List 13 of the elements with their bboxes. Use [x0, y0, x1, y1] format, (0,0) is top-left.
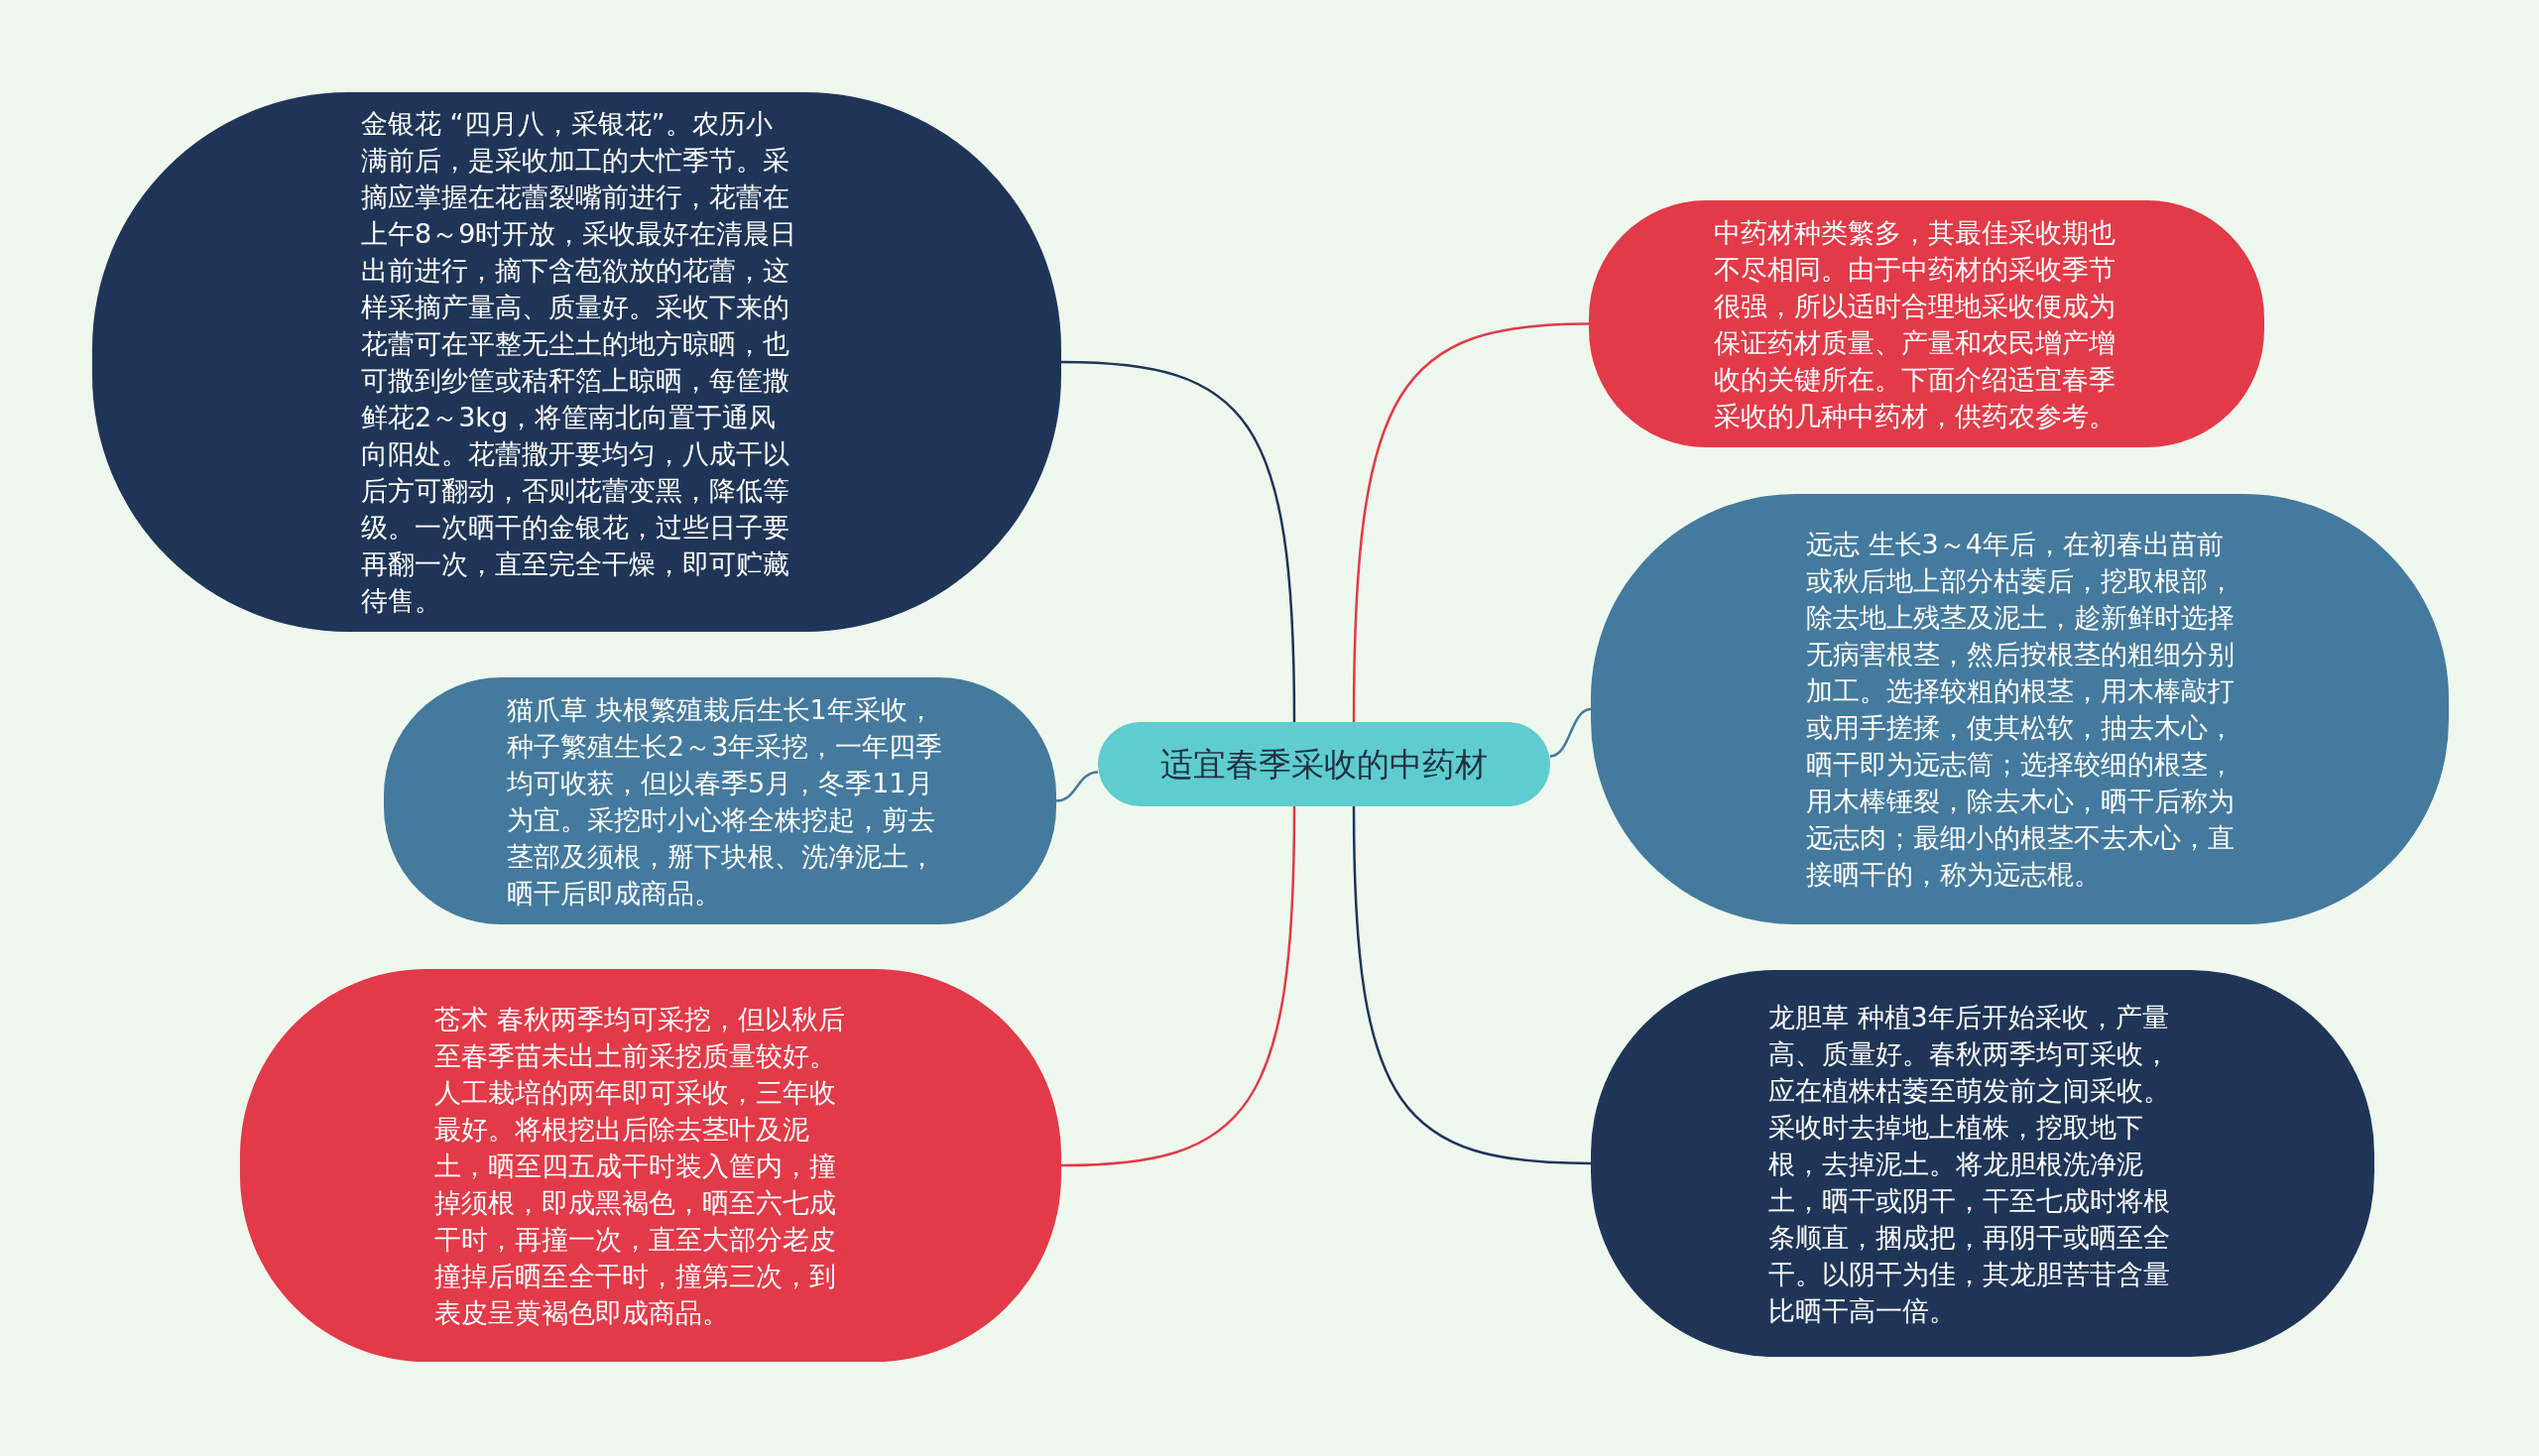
topic-text: 苍术 春秋两季均可采挖，但以秋后至春季苗未出土前采挖质量较好。人工栽培的两年即可采收，三年收最好。将根挖出后除去茎叶及泥土，晒至四五成干时装入筐内，撞掉须根，即成黑褐色，晒至六七成干时，再撞一次，直至大部分老皮撞掉后晒至全干时，撞第三次，到表皮呈黄褐色即成商品。 — [434, 1002, 846, 1330]
connector-line — [1352, 806, 1592, 1165]
connector-line — [1549, 707, 1592, 758]
central-topic-text: 适宜春季采收的中药材 — [1159, 744, 1489, 785]
connector-line — [1352, 322, 1590, 722]
topic-text: 远志 生长3～4年后，在初春出苗前或秋后地上部分枯萎后，挖取根部，除去地上残茎及泥土，趁新鲜时选择无病害根茎，然后按根茎的粗细分别加工。选择较粗的根茎，用木棒敲打或用手搓揉，使其松软，抽去木心，晒干即为远志筒；选择较细的根茎，用木棒锤裂，除去木心，晒干后称为远志肉；最细小的根茎不去木心，直接晒干的，称为远志棍。 — [1806, 528, 2236, 892]
connector-line — [1055, 771, 1099, 802]
topic-text: 猫爪草 块根繁殖栽后生长1年采收，种子繁殖生长2～3年采挖，一年四季均可收获，但以春季5月，冬季11月为宜。采挖时小心将全株挖起，剪去茎部及须根，掰下块根、洗净泥土，晒干后即成商品。 — [507, 692, 943, 910]
topic-text: 龙胆草 种植3年后开始采收，产量高、质量好。春秋两季均可采收，应在植株枯萎至萌发前之间采收。采收时去掉地上植株，挖取地下根，去掉泥土。将龙胆根洗净泥土，晒干或阴干，干至七成时将根条顺直，捆成把，再阴干或晒至全干。以阴干为佳，其龙胆苦苷含量比晒干高一倍。 — [1768, 1000, 2171, 1328]
connector-line — [1060, 806, 1296, 1167]
connector-line — [1060, 360, 1296, 722]
topic-text: 金银花 “四月八，采银花”。农历小满前后，是采收加工的大忙季节。采摘应掌握在花蕾裂嘴前进行，花蕾在上午8～9时开放，采收最好在清晨日出前进行，摘下含苞欲放的花蕾，这样采摘产量高、质量好。采收下来的花蕾可在平整无尘土的地方晾晒，也可撒到纱筐或秸秆箔上晾晒，每筐撒鲜花2～3kg，将筐南北向置于通风向阳处。花蕾撒开要均匀，八成干以后方可翻动，否则花蕾变黑，降低等级。一次晒干的金银花，过些日子要再翻一次，直至完全干燥，即可贮藏待售。 — [361, 107, 797, 618]
topic-text: 中药材种类繁多，其最佳采收期也不尽相同。由于中药材的采收季节很强，所以适时合理地采收便成为保证药材质量、产量和农民增产增收的关键所在。下面介绍适宜春季采收的几种中药材，供药农参考。 — [1714, 215, 2116, 433]
